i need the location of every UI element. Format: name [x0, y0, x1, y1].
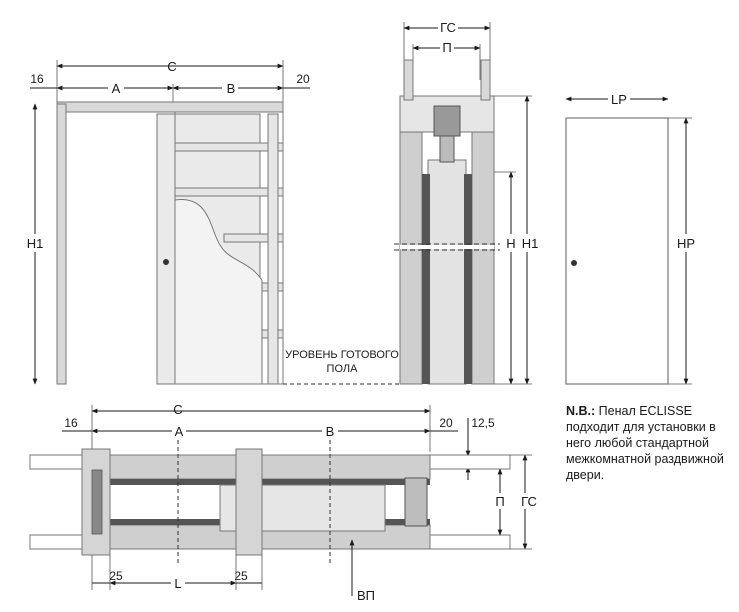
- plan-dim-l: L: [174, 576, 181, 591]
- door-dim-lp: LP: [611, 92, 627, 107]
- note-block: N.B.: Пенал ECLISSE подходит для установ…: [566, 403, 731, 483]
- note-text: Пенал ECLISSE подходит для установки в н…: [566, 404, 724, 482]
- plan-dim-25-left: 25: [109, 569, 123, 583]
- plan-dim-b: B: [326, 424, 335, 439]
- front-dim-c: C: [167, 59, 176, 74]
- side-dim-p: П: [442, 40, 451, 55]
- front-dim-20: 20: [296, 72, 310, 86]
- plan-dim-16: 16: [64, 416, 78, 430]
- front-dim-b: B: [227, 81, 236, 96]
- plan-dim-gs: ГС: [521, 494, 537, 509]
- front-dim-h1: H1: [27, 236, 44, 251]
- front-view: C A B 16 20 H1: [22, 59, 400, 385]
- floor-label-line2: ПОЛА: [327, 363, 359, 375]
- plan-dim-vp: ВП: [357, 588, 375, 603]
- plan-view: C A B 16 20 12,5: [29, 402, 543, 603]
- side-dim-h1: H1: [522, 236, 539, 251]
- plan-dim-25-right: 25: [234, 569, 248, 583]
- front-dim-16: 16: [30, 72, 44, 86]
- plan-dim-c: C: [173, 402, 182, 417]
- note-prefix: N.B.:: [566, 404, 596, 418]
- plan-dim-125: 12,5: [471, 416, 495, 430]
- door-dim-hp: HP: [677, 236, 695, 251]
- plan-dim-a: A: [175, 424, 184, 439]
- plan-dim-p: П: [495, 494, 504, 509]
- floor-label-line1: УРОВЕНЬ ГОТОВОГО: [285, 349, 399, 361]
- side-section-view: ГС П H H1: [394, 18, 543, 385]
- side-dim-gs: ГС: [440, 20, 456, 35]
- plan-dim-20: 20: [439, 416, 453, 430]
- side-dim-h: H: [506, 236, 515, 251]
- door-view: LP HP: [565, 91, 699, 385]
- front-dim-a: A: [112, 81, 121, 96]
